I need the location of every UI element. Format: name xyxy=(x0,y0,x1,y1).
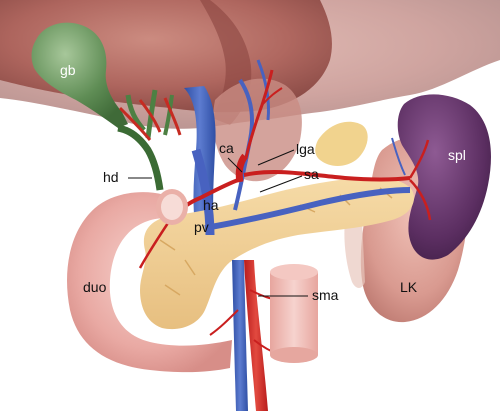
stomach-region xyxy=(213,78,302,182)
label-lk: LK xyxy=(400,279,418,295)
jejunum xyxy=(270,264,318,363)
arterial-tree xyxy=(138,69,432,269)
label-sma: sma xyxy=(312,287,339,303)
duodenum xyxy=(67,192,232,373)
leader-ca xyxy=(227,157,243,173)
label-sa: sa xyxy=(304,166,319,182)
cut-vessel-stump xyxy=(156,189,188,225)
gallbladder xyxy=(31,22,128,129)
label-pv: pv xyxy=(194,219,209,235)
label-gb: gb xyxy=(60,62,76,78)
label-lga: lga xyxy=(296,141,315,157)
mesenteric-vessels xyxy=(209,260,283,411)
label-ca: ca xyxy=(219,140,234,156)
label-hd: hd xyxy=(103,169,119,185)
spleen xyxy=(397,94,491,260)
leader-sa xyxy=(259,175,303,193)
label-duo: duo xyxy=(83,279,107,295)
biliary-tree xyxy=(117,89,182,191)
leader-lga xyxy=(257,149,295,166)
label-spl: spl xyxy=(448,147,466,163)
left-adrenal xyxy=(315,121,368,166)
label-ha: ha xyxy=(203,197,219,213)
